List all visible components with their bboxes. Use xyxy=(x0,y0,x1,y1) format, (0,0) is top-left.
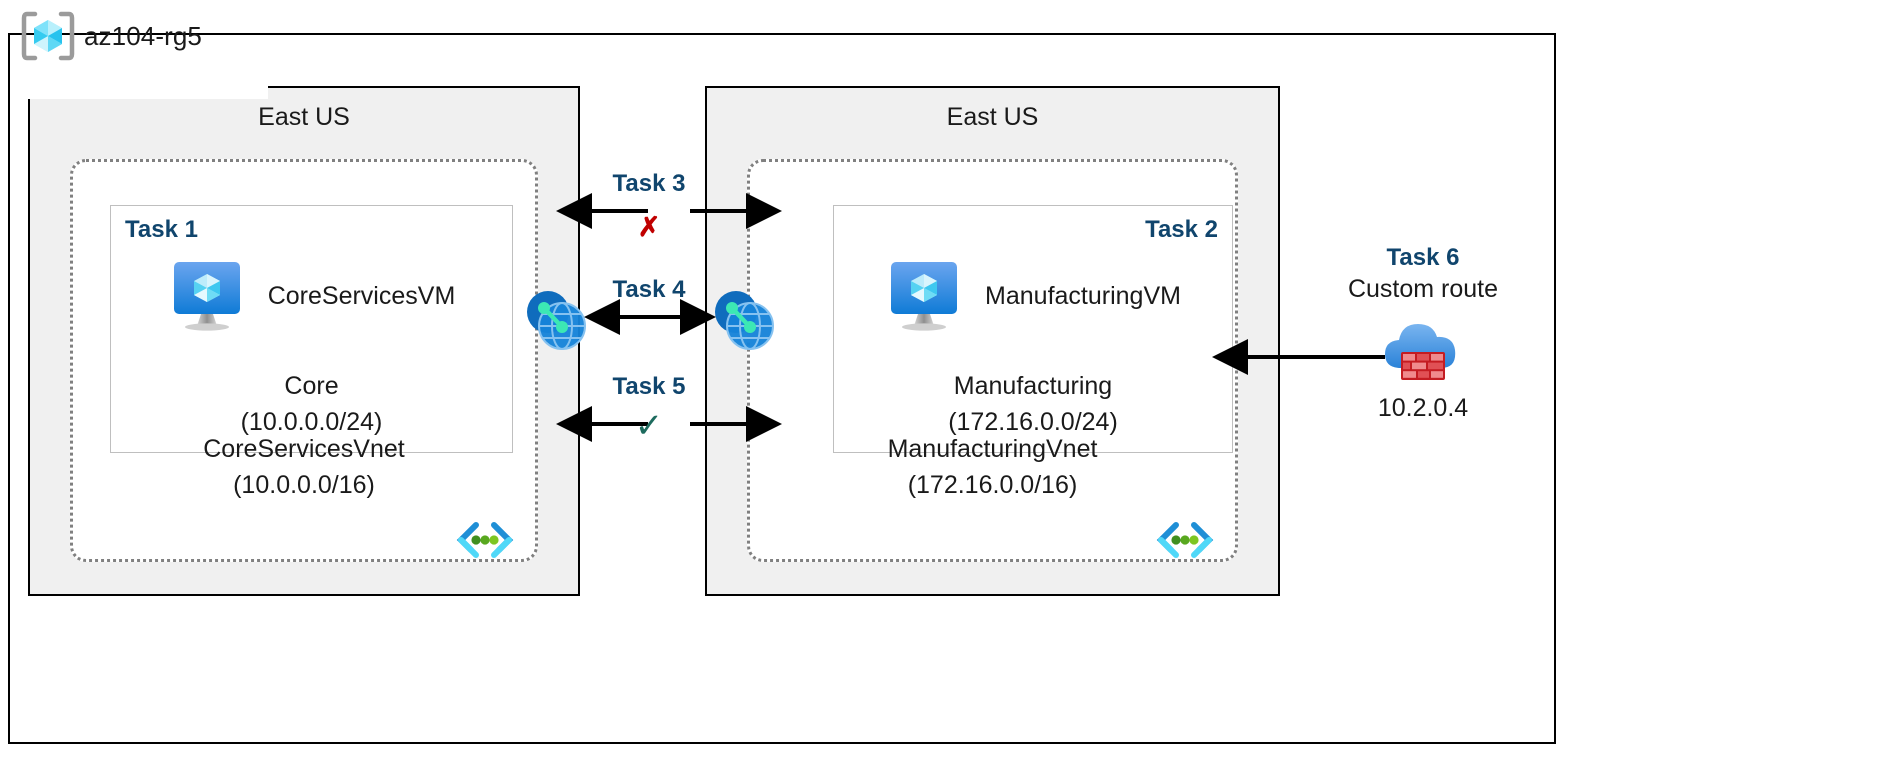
brick-wall xyxy=(1401,351,1445,380)
azure-resource-group-icon xyxy=(21,11,75,61)
resource-group-header: az104-rg5 xyxy=(21,8,202,64)
region-east-us-right: East US Task 2 xyxy=(705,86,1280,596)
region-label-right: East US xyxy=(946,103,1039,131)
vm-manufacturingvm-row: ManufacturingVM xyxy=(834,260,1232,332)
task-tag-task-1: Task 1 xyxy=(125,216,198,243)
vnet-icon xyxy=(453,519,517,561)
vm-name-manufacturingvm: ManufacturingVM xyxy=(985,281,1181,310)
connection-label-task-5: Task 5 xyxy=(612,373,686,400)
subnet-core: Task 1 xyxy=(110,205,513,453)
custom-route-description: Custom route xyxy=(1347,275,1499,303)
connection-mark-task-5: ✓ xyxy=(634,407,664,445)
task-tag-task-6: Task 6 xyxy=(1386,244,1460,271)
connection-label-task-3: Task 3 xyxy=(612,170,686,197)
resource-group-name: az104-rg5 xyxy=(84,20,202,51)
region-label-left: East US xyxy=(258,103,350,131)
vnet-name-coreservicesvnet: CoreServicesVnet (10.0.0.0/16) xyxy=(203,435,405,499)
vm-name-coreservicesvm: CoreServicesVM xyxy=(267,281,456,310)
resource-group-container xyxy=(8,33,1556,744)
vm-coreservicesvm-row: CoreServicesVM xyxy=(111,260,512,332)
vnet-coreservicesvnet: Task 1 xyxy=(70,159,538,562)
azure-firewall-icon xyxy=(1377,312,1469,388)
vnet-name-manufacturingvnet: ManufacturingVnet (172.16.0.0/16) xyxy=(887,435,1098,499)
vnet-peering-icon xyxy=(710,286,776,352)
resource-group-title-mask xyxy=(28,43,268,99)
subnet-manufacturing: Task 2 xyxy=(833,205,1233,453)
connection-label-task-4: Task 4 xyxy=(612,276,686,303)
vnet-peering-icon xyxy=(522,286,588,352)
subnet-name-core: Core (10.0.0.0/24) xyxy=(240,372,383,436)
region-east-us-left: East US Task 1 xyxy=(28,86,580,596)
azure-virtual-machine-icon xyxy=(885,260,963,332)
task-tag-task-2: Task 2 xyxy=(1145,216,1218,243)
vnet-icon xyxy=(1153,519,1217,561)
connection-mark-task-3: ✗ xyxy=(637,212,661,242)
custom-route-ip: 10.2.0.4 xyxy=(1377,393,1469,422)
vnet-manufacturingvnet: Task 2 xyxy=(747,159,1238,562)
azure-virtual-machine-icon xyxy=(168,260,246,332)
custom-route-block: Task 6 Custom route xyxy=(1303,243,1543,423)
subnet-name-manufacturing: Manufacturing (172.16.0.0/24) xyxy=(948,372,1118,436)
